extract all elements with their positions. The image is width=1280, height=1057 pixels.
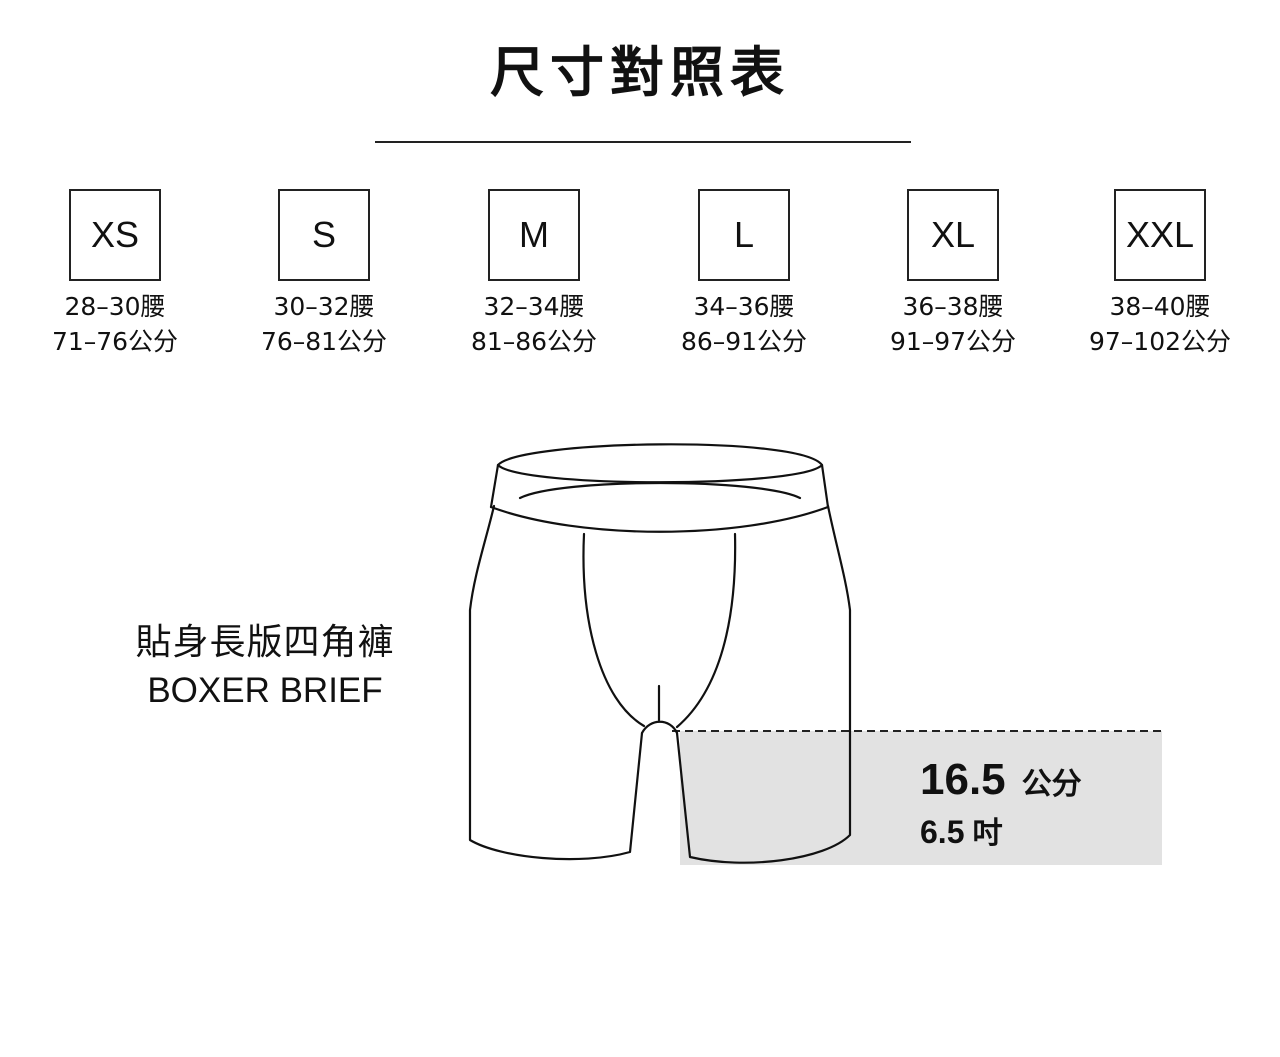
size-label-box: XS	[69, 189, 161, 281]
size-cm: 71–76公分	[51, 327, 179, 356]
inseam-cm: 16.5 公分	[920, 755, 1082, 810]
size-cm: 91–97公分	[889, 327, 1017, 356]
title-divider	[375, 141, 911, 143]
size-label-box: XXL	[1114, 189, 1206, 281]
size-cm: 86–91公分	[680, 327, 808, 356]
size-waist: 28–30腰	[64, 292, 166, 321]
inseam-cm-unit: 公分	[1021, 767, 1082, 802]
size-column-xl: XL 36–38腰 91–97公分	[843, 189, 1063, 359]
size-column-s: S 30–32腰 76–81公分	[214, 189, 434, 359]
product-name: 貼身長版四角褲 BOXER BRIEF	[100, 620, 430, 716]
product-name-zh: 貼身長版四角褲	[135, 622, 395, 663]
size-label-box: XL	[907, 189, 999, 281]
size-label-box: L	[698, 189, 790, 281]
size-column-xxl: XXL 38–40腰 97–102公分	[1050, 189, 1270, 359]
inseam-inch-value: 6.5	[920, 814, 965, 850]
product-name-en: BOXER BRIEF	[147, 671, 383, 710]
page-title: 尺寸對照表	[490, 41, 790, 104]
size-cm: 97–102公分	[1088, 327, 1232, 356]
size-waist: 38–40腰	[1109, 292, 1211, 321]
size-column-l: L 34–36腰 86–91公分	[634, 189, 854, 359]
size-chart: XS 28–30腰 71–76公分 S 30–32腰 76–81公分 M 32–…	[0, 0, 1280, 380]
size-waist: 34–36腰	[693, 292, 795, 321]
size-waist: 36–38腰	[902, 292, 1004, 321]
boxer-brief-outline	[468, 443, 852, 864]
inseam-highlight	[680, 731, 1162, 865]
size-waist: 30–32腰	[273, 292, 375, 321]
inseam-cm-value: 16.5	[920, 755, 1006, 804]
size-label-box: S	[278, 189, 370, 281]
size-column-m: M 32–34腰 81–86公分	[424, 189, 644, 359]
size-waist: 32–34腰	[483, 292, 585, 321]
size-column-xs: XS 28–30腰 71–76公分	[5, 189, 225, 359]
size-cm: 76–81公分	[260, 327, 388, 356]
size-label-box: M	[488, 189, 580, 281]
inseam-inch-unit: 吋	[972, 816, 1003, 851]
size-cm: 81–86公分	[470, 327, 598, 356]
